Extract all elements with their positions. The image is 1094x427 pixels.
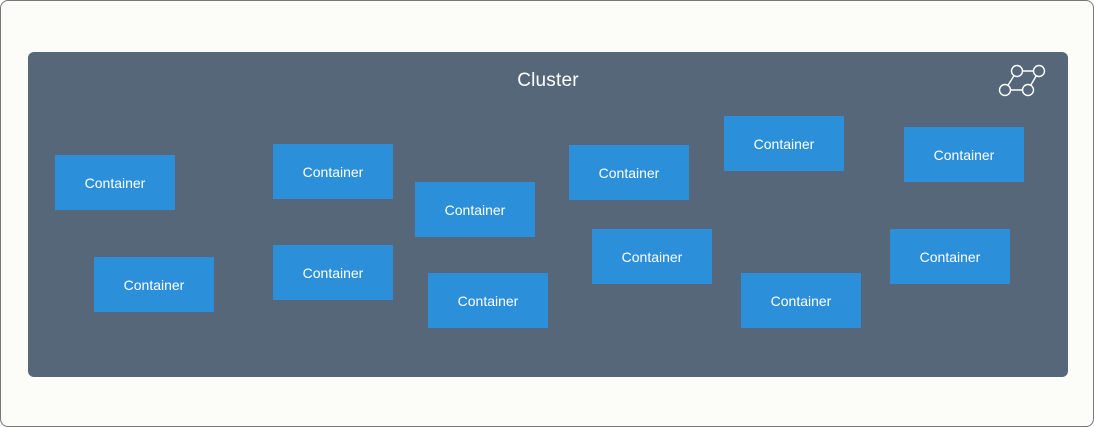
container-box[interactable]: Container — [904, 127, 1024, 182]
container-box[interactable]: Container — [890, 229, 1010, 284]
container-box[interactable]: Container — [724, 116, 844, 171]
cluster-nodes-icon — [998, 64, 1046, 97]
container-box[interactable]: Container — [569, 145, 689, 200]
container-box[interactable]: Container — [55, 155, 175, 210]
container-box[interactable]: Container — [741, 273, 861, 328]
container-box[interactable]: Container — [415, 182, 535, 237]
container-box[interactable]: Container — [94, 257, 214, 312]
cluster-title: Cluster — [517, 70, 579, 91]
container-box[interactable]: Container — [273, 245, 393, 300]
container-box[interactable]: Container — [428, 273, 548, 328]
cluster-panel: Cluster Container Container Container Co… — [28, 52, 1068, 377]
container-box[interactable]: Container — [592, 229, 712, 284]
container-box[interactable]: Container — [273, 144, 393, 199]
